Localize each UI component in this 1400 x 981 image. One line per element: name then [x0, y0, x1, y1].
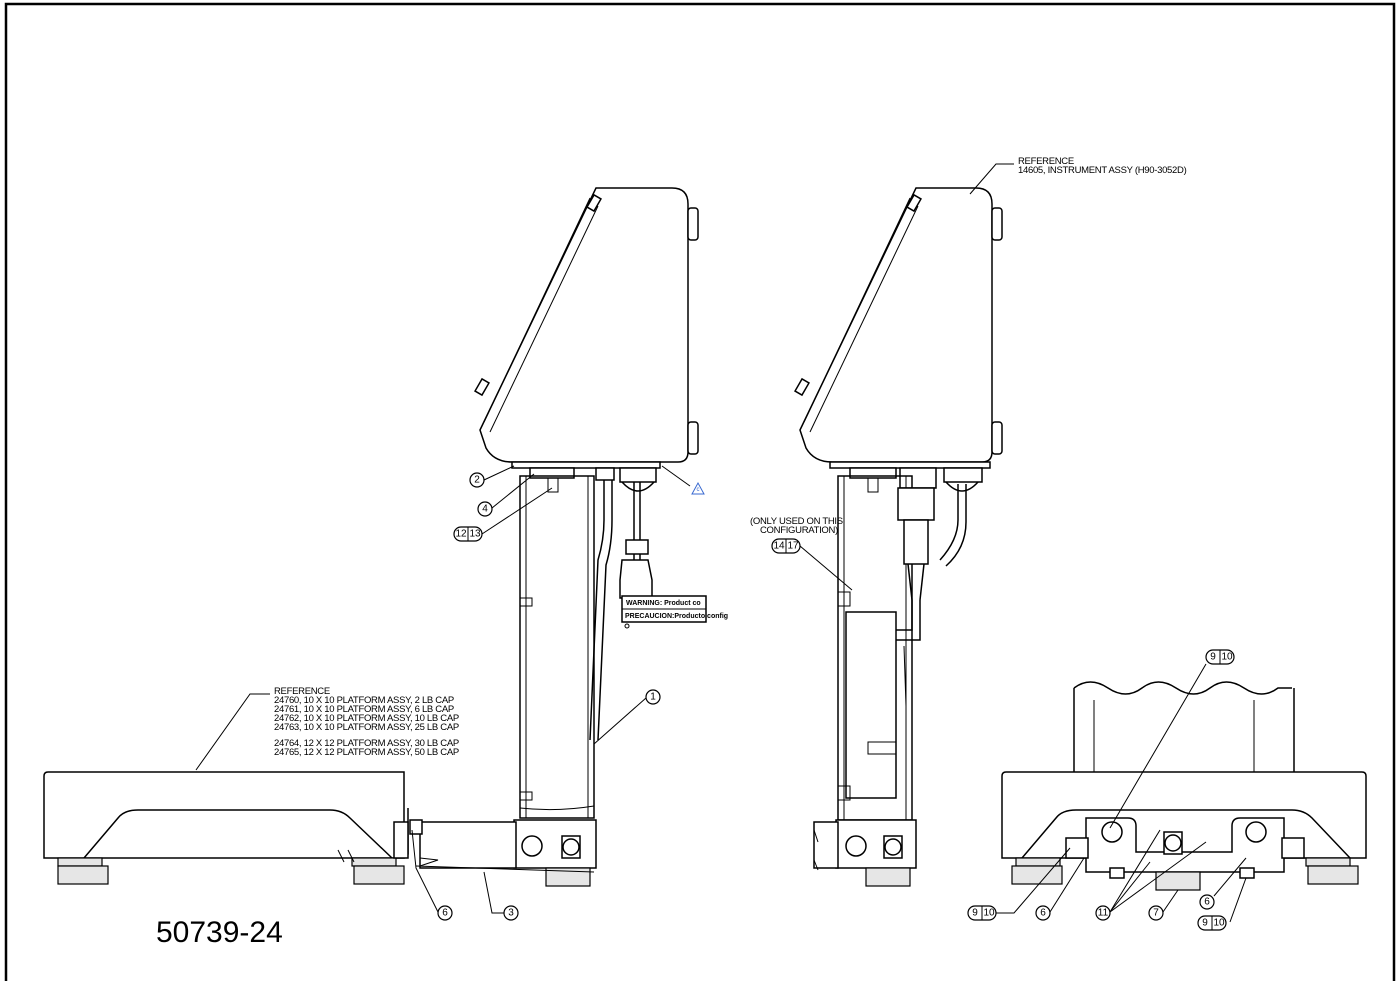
balloon-2: 2: [474, 475, 480, 486]
svg-text:REFERENCE: REFERENCE: [274, 686, 330, 697]
balloon-4: 4: [482, 504, 488, 515]
drawing-number: 50739-24: [156, 916, 283, 949]
balloon-10-top: 10: [1221, 652, 1233, 663]
svg-text:24760, 10 X 10 PLATFORM ASSY,: 24760, 10 X 10 PLATFORM ASSY, 2 LB CAP: [274, 695, 454, 706]
platform-reference-note: REFERENCE 24760, 10 X 10 PLATFORM ASSY, …: [195, 686, 459, 771]
balloon-6-right: 6: [1204, 897, 1210, 908]
svg-text:24761, 10 X 10 PLATFORM ASSY,: 24761, 10 X 10 PLATFORM ASSY, 6 LB CAP: [274, 704, 454, 715]
svg-text:24762, 10 X 10 PLATFORM ASSY,: 24762, 10 X 10 PLATFORM ASSY, 10 LB CAP: [274, 713, 459, 724]
svg-text:24764, 12 X 12 PLATFORM ASSY,: 24764, 12 X 12 PLATFORM ASSY, 30 LB CAP: [274, 738, 459, 749]
sheet-border: [4, 2, 1396, 981]
balloon-11: 11: [1098, 908, 1109, 919]
svg-text:CONFIGURATION): CONFIGURATION): [760, 525, 838, 536]
svg-text:24765, 12 X 12 PLATFORM ASSY,: 24765, 12 X 12 PLATFORM ASSY, 50 LB CAP: [274, 747, 459, 758]
svg-text:24763, 10 X 10 PLATFORM ASSY,: 24763, 10 X 10 PLATFORM ASSY, 25 LB CAP: [274, 722, 459, 733]
svg-text:REFERENCE: REFERENCE: [1018, 156, 1074, 167]
svg-text:(ONLY USED ON THIS: (ONLY USED ON THIS: [750, 516, 843, 527]
item-balloons: 2 4 12 13 1 6 3 14 17 9 10: [411, 465, 1247, 931]
balloon-12: 12: [455, 529, 467, 540]
balloon-1: 1: [650, 692, 656, 703]
balloon-13: 13: [469, 529, 481, 540]
warning-label-line2: PRECAUCION:Producto config: [625, 613, 728, 620]
right-base-detail-view: [1001, 681, 1367, 891]
balloon-9-left: 9: [972, 908, 978, 919]
instrument-reference-note: REFERENCE 14605, INSTRUMENT ASSY (H90-30…: [969, 156, 1187, 195]
balloon-3: 3: [508, 908, 514, 919]
balloon-14: 14: [773, 541, 785, 552]
svg-text:14605, INSTRUMENT ASSY (H90-30: 14605, INSTRUMENT ASSY (H90-3052D): [1018, 165, 1187, 176]
left-instrument-view: WARNING: Product co PRECAUCION:Producto …: [419, 187, 728, 887]
middle-instrument-view: [794, 187, 1003, 887]
balloon-10-right: 10: [1213, 918, 1225, 929]
balloon-9-right: 9: [1202, 918, 1208, 929]
balloon-9-top: 9: [1210, 652, 1216, 663]
configuration-note: (ONLY USED ON THIS CONFIGURATION): [750, 516, 843, 536]
balloon-7: 7: [1153, 908, 1159, 919]
revision-triangle-label: c: [697, 487, 700, 493]
left-platform-view: [43, 771, 595, 885]
balloon-10-left: 10: [983, 908, 995, 919]
warning-label-line1: WARNING: Product co: [626, 600, 701, 607]
balloon-17: 17: [787, 541, 799, 552]
balloon-6-left: 6: [442, 908, 448, 919]
balloon-6-middle: 6: [1040, 908, 1046, 919]
